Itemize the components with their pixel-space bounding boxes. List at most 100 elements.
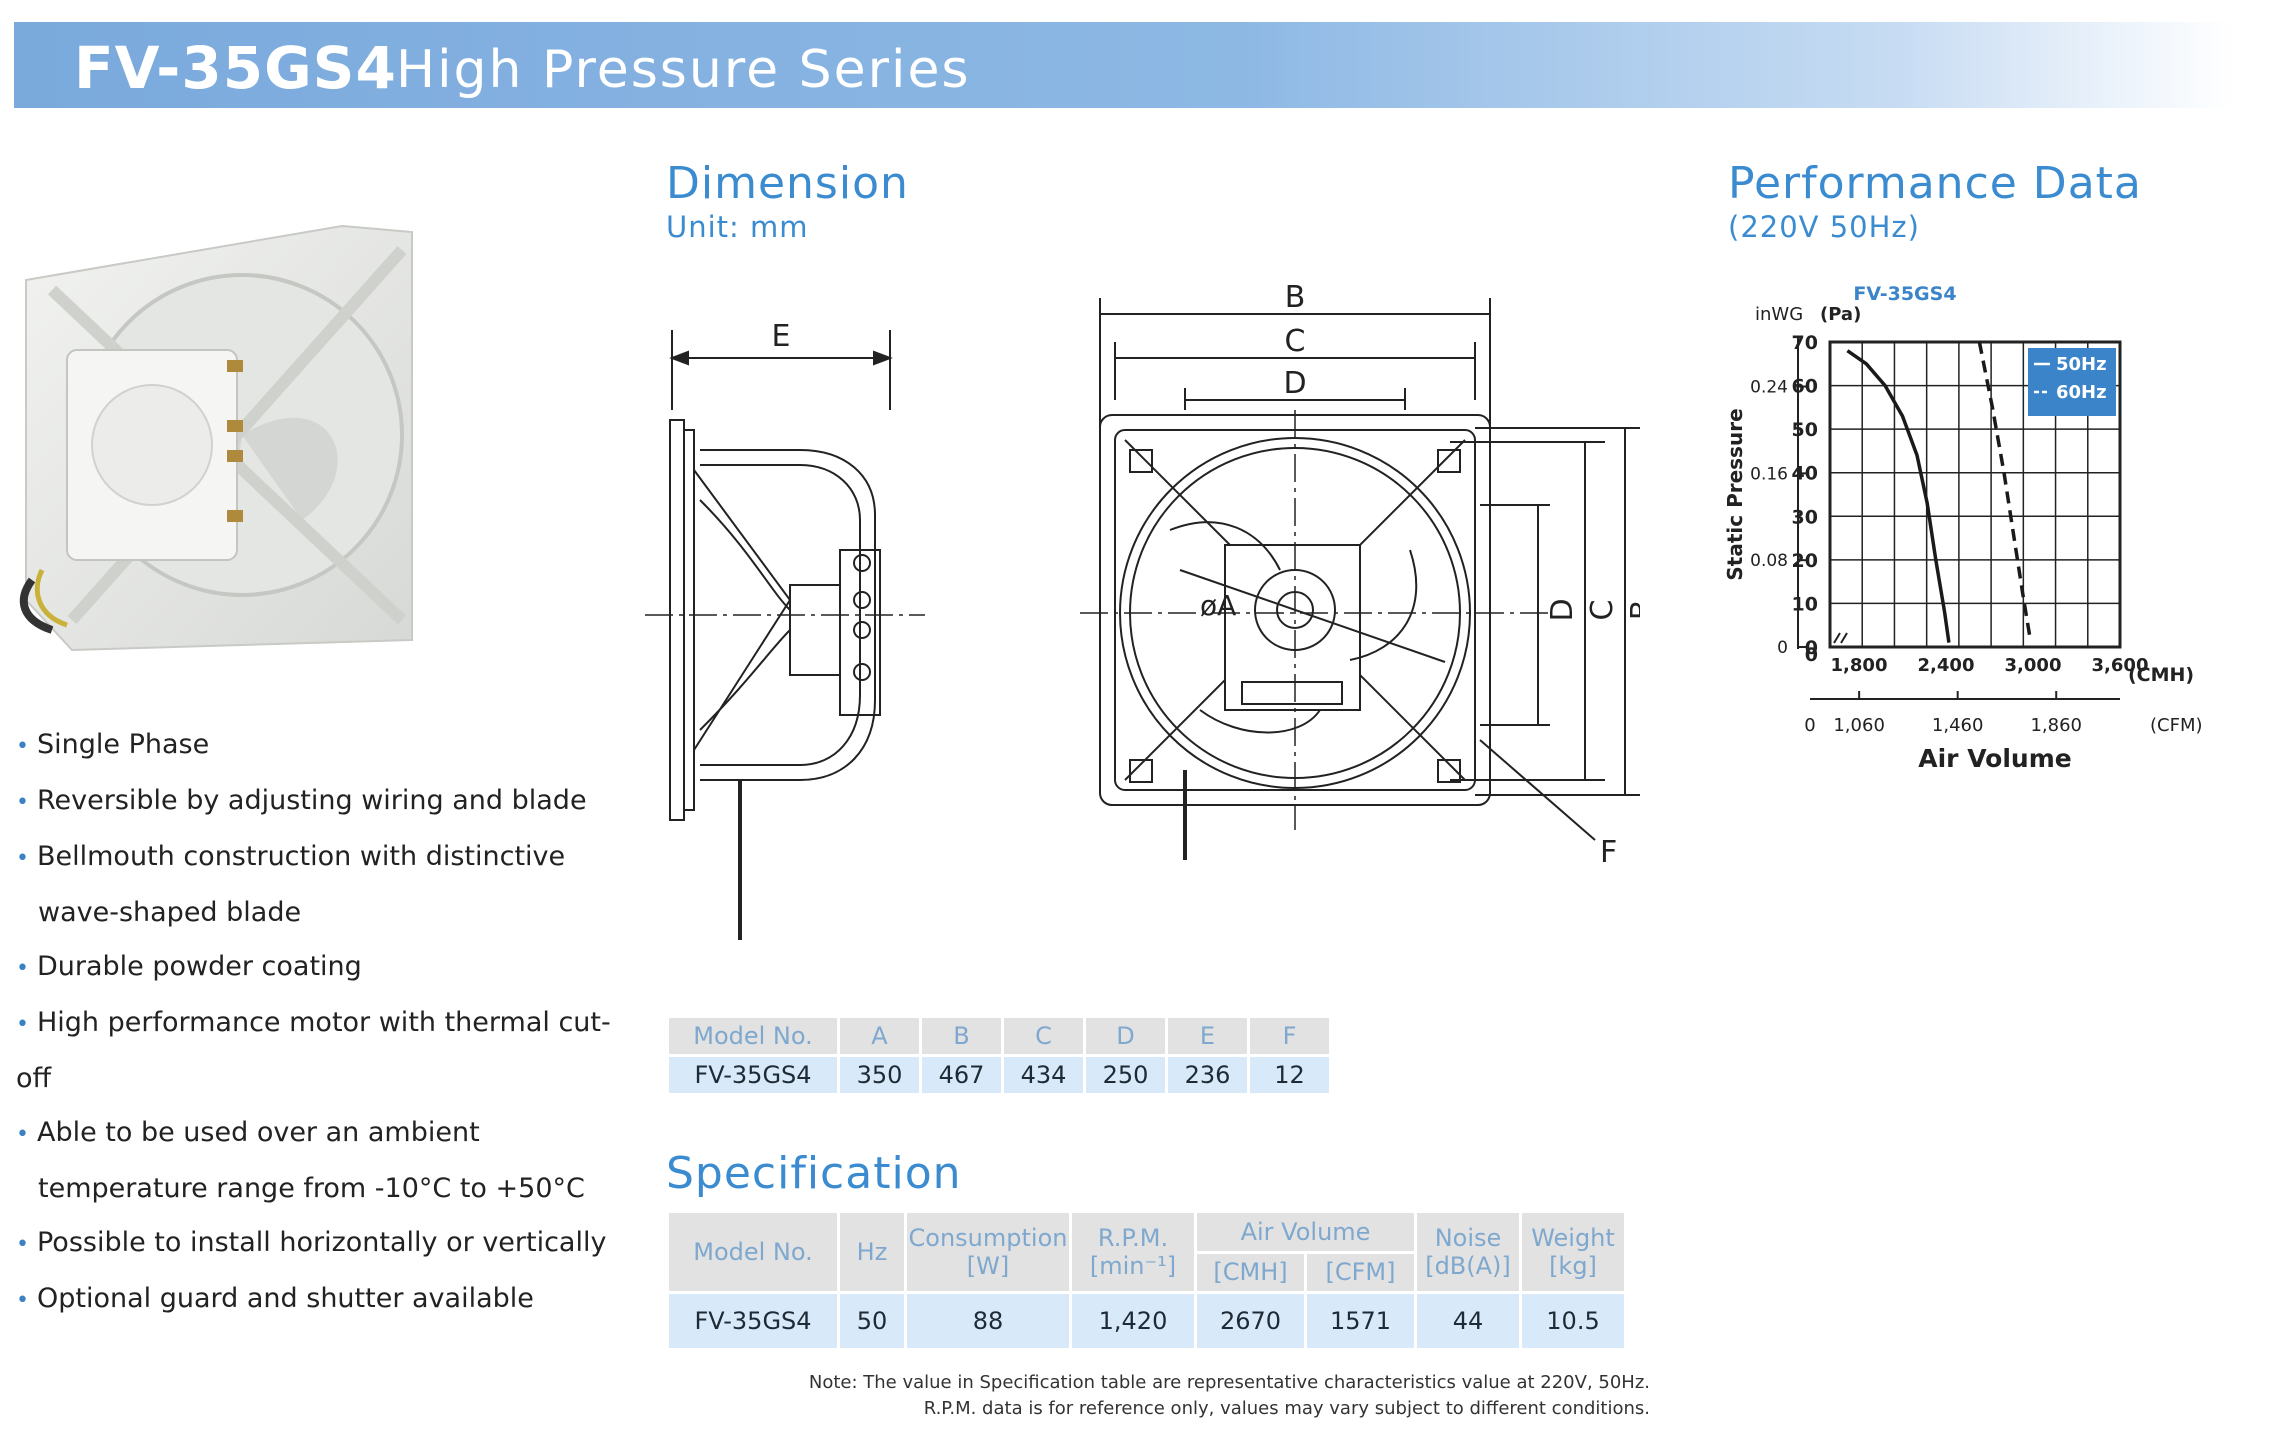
- spec-header-cfm: [CFM]: [1307, 1253, 1414, 1291]
- spec-cell-noise: 44: [1417, 1294, 1519, 1348]
- feature-item: temperature range from -10°C to +50°C: [16, 1162, 616, 1216]
- spec-cell-model: FV-35GS4: [669, 1294, 837, 1348]
- feature-item: •High performance motor with thermal cut…: [16, 996, 616, 1106]
- title-banner: FV-35GS4 High Pressure Series: [14, 22, 2234, 108]
- x-axis-label: Air Volume: [1918, 744, 2071, 773]
- spec-header-weight: Weight[kg]: [1522, 1213, 1624, 1291]
- x-tick-label: 3,000: [2005, 655, 2062, 676]
- dimension-table-row: FV-35GS4 350 467 434 250 236 12: [669, 1057, 1329, 1093]
- dim-cell-d: 250: [1086, 1057, 1165, 1093]
- bullet-icon: •: [16, 846, 29, 871]
- label-c: C: [1285, 324, 1306, 359]
- y-tick-label: 0: [1805, 637, 1818, 659]
- side-view-drawing: E: [645, 319, 925, 940]
- spec-cell-rpm: 1,420: [1072, 1294, 1194, 1348]
- bullet-icon: •: [16, 790, 29, 815]
- spec-header-hz: Hz: [840, 1213, 904, 1291]
- series-line-50hz: [1846, 349, 1951, 643]
- dim-cell-b: 467: [922, 1057, 1001, 1093]
- dimension-table-header: Model No. A B C D E F: [669, 1018, 1329, 1054]
- bullet-icon: •: [16, 1012, 29, 1037]
- y-secondary-tick-label: 0.08: [1750, 551, 1788, 571]
- spec-note: Note: The value in Specification table a…: [700, 1370, 1650, 1422]
- bullet-icon: •: [16, 956, 29, 981]
- y-secondary-tick-label: 0.24: [1750, 378, 1788, 398]
- dim-cell-model: FV-35GS4: [669, 1057, 837, 1093]
- feature-text: Bellmouth construction with distinctive: [36, 841, 566, 872]
- series-title: High Pressure Series: [396, 40, 971, 100]
- spec-cell-consumption: 88: [907, 1294, 1069, 1348]
- y-tick-label: 70: [1792, 332, 1818, 354]
- feature-list: •Single Phase•Reversible by adjusting wi…: [16, 718, 616, 1328]
- label-a: øA: [1200, 589, 1236, 622]
- feature-item: •Able to be used over an ambient: [16, 1106, 616, 1162]
- feature-text: Reversible by adjusting wiring and blade: [36, 785, 587, 816]
- spec-header-noise: Noise[dB(A)]: [1417, 1213, 1519, 1291]
- y-primary-unit: (Pa): [1820, 304, 1861, 325]
- spec-header-cmh: [CMH]: [1197, 1253, 1304, 1291]
- performance-chart: FV-35GS4inWG(Pa)01020304050607000.080.16…: [1723, 283, 2203, 773]
- y-tick-label: 30: [1792, 506, 1818, 528]
- performance-subtitle: (220V 50Hz): [1728, 210, 1920, 244]
- spec-table-row: FV-35GS4 50 88 1,420 2670 1571 44 10.5: [669, 1294, 1624, 1348]
- feature-text: wave-shaped blade: [38, 897, 302, 928]
- dim-cell-c: 434: [1004, 1057, 1083, 1093]
- specification-title: Specification: [666, 1148, 962, 1199]
- dim-header-e: E: [1168, 1018, 1247, 1054]
- spec-header-model: Model No.: [669, 1213, 837, 1291]
- feature-text: Able to be used over an ambient: [36, 1117, 480, 1148]
- feature-item: • Bellmouth construction with distinctive: [16, 830, 616, 886]
- bullet-icon: •: [16, 1232, 29, 1257]
- spec-cell-cfm: 1571: [1307, 1294, 1414, 1348]
- legend-box: [2028, 348, 2116, 416]
- x-secondary-tick-label: 1,460: [1932, 715, 1984, 736]
- feature-item: • Durable powder coating: [16, 940, 616, 996]
- note-line-2: R.P.M. data is for reference only, value…: [923, 1398, 1650, 1419]
- dimension-unit: Unit: mm: [666, 210, 809, 244]
- label-c-vertical: C: [1585, 600, 1620, 621]
- feature-item: •Single Phase: [16, 718, 616, 774]
- model-title: FV-35GS4: [74, 34, 397, 102]
- bullet-icon: •: [16, 1288, 29, 1313]
- dimension-title: Dimension: [666, 158, 909, 209]
- feature-text: Optional guard and shutter available: [36, 1283, 534, 1314]
- label-b-vertical: B: [1625, 600, 1640, 621]
- y-secondary-unit: inWG: [1755, 304, 1803, 325]
- spec-cell-weight: 10.5: [1522, 1294, 1624, 1348]
- performance-title: Performance Data: [1728, 158, 2142, 209]
- chart-title: FV-35GS4: [1853, 283, 1956, 305]
- y-tick-label: 50: [1792, 419, 1818, 441]
- y-tick-label: 10: [1792, 593, 1818, 615]
- dim-cell-a: 350: [840, 1057, 919, 1093]
- spec-header-consumption: Consumption[W]: [907, 1213, 1069, 1291]
- axis-break-icon: [1833, 632, 1848, 644]
- y-secondary-tick-label: 0: [1777, 638, 1788, 658]
- feature-text: Possible to install horizontally or vert…: [36, 1227, 607, 1258]
- note-line-1: Note: The value in Specification table a…: [808, 1372, 1650, 1393]
- label-e: E: [772, 319, 791, 354]
- x-tick-label: 2,400: [1918, 655, 1975, 676]
- feature-item: • Reversible by adjusting wiring and blad…: [16, 774, 616, 830]
- front-view-drawing: B C D øA F D C B: [1080, 280, 1640, 870]
- x-primary-unit: (CMH): [2128, 664, 2194, 686]
- dim-cell-f: 12: [1250, 1057, 1329, 1093]
- spec-header-rpm: R.P.M.[min⁻¹]: [1072, 1213, 1194, 1291]
- dim-header-model: Model No.: [669, 1018, 837, 1054]
- x-tick-label: 1,800: [1831, 655, 1888, 676]
- y-secondary-tick-label: 0.16: [1750, 464, 1788, 484]
- x-tick-label: 3,600: [2092, 655, 2149, 676]
- dim-header-d: D: [1086, 1018, 1165, 1054]
- label-d: D: [1283, 366, 1306, 401]
- label-f: F: [1600, 835, 1617, 870]
- specification-table: Model No. Hz Consumption[W] R.P.M.[min⁻¹…: [666, 1210, 1627, 1351]
- feature-text: temperature range from -10°C to +50°C: [38, 1173, 585, 1204]
- label-b: B: [1285, 280, 1306, 315]
- feature-text: Durable powder coating: [36, 951, 362, 982]
- spec-header-air-volume: Air Volume: [1197, 1213, 1414, 1251]
- bullet-icon: •: [16, 734, 29, 759]
- feature-item: • Possible to install horizontally or ver…: [16, 1216, 616, 1272]
- x-origin-label: 0: [1805, 644, 1818, 666]
- x-secondary-unit: (CFM): [2150, 715, 2203, 736]
- y-axis-label: Static Pressure: [1723, 408, 1747, 580]
- dim-header-f: F: [1250, 1018, 1329, 1054]
